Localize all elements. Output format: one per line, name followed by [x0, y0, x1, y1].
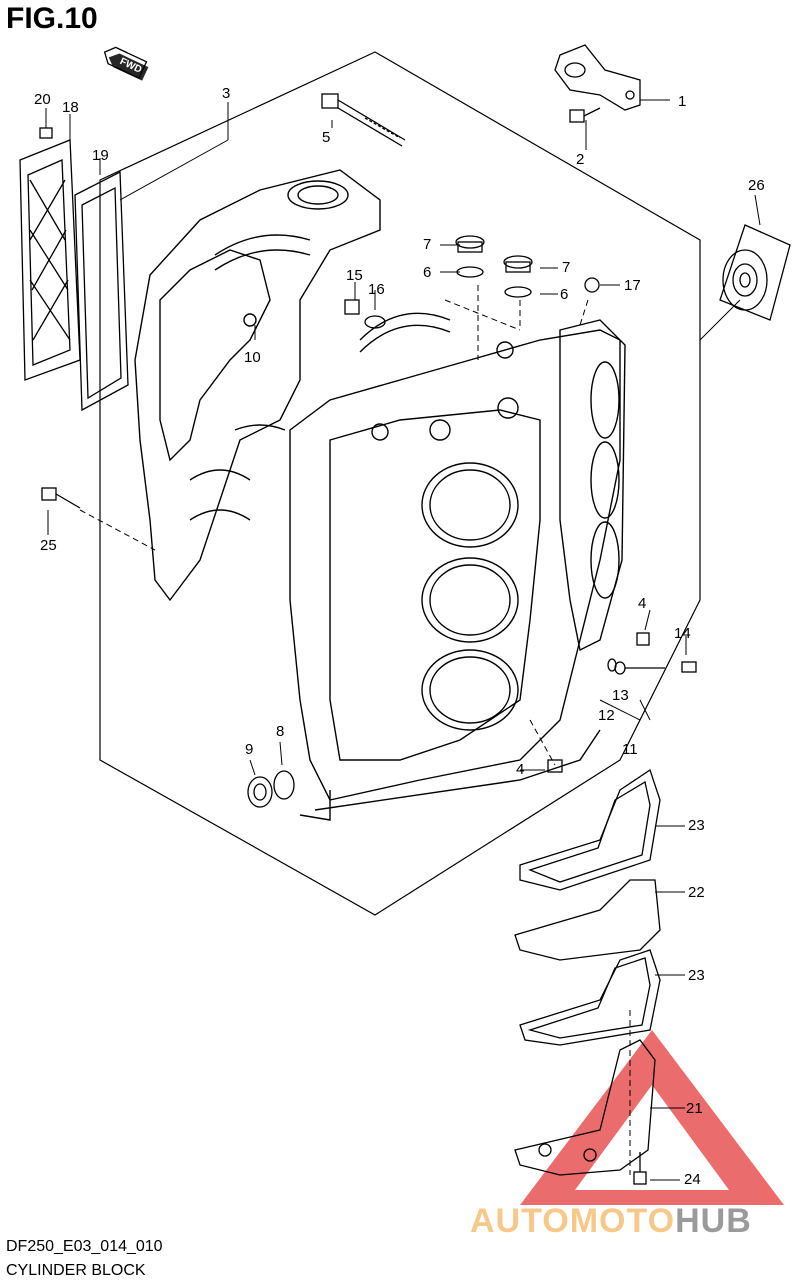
callout-13: 13 — [612, 687, 629, 704]
gasket-part-19 — [74, 170, 129, 412]
leader-lines-dashed — [79, 285, 631, 1175]
oil-filter-part — [719, 224, 791, 321]
figure-title: FIG.10 — [6, 2, 98, 35]
callout-9: 9 — [245, 741, 254, 758]
callout-16: 16 — [368, 281, 385, 298]
callout-17: 17 — [624, 277, 641, 294]
callout-11: 11 — [622, 741, 638, 758]
callout-19: 19 — [92, 147, 109, 164]
callout-14: 14 — [674, 625, 691, 642]
callout-6-right: 6 — [560, 286, 569, 303]
bolt-part-20 — [39, 127, 53, 139]
callout-4-upper: 4 — [638, 595, 647, 612]
callout-18: 18 — [62, 99, 79, 116]
callout-26: 26 — [748, 177, 765, 194]
callout-5: 5 — [322, 129, 331, 146]
seal-parts-8-9 — [247, 770, 295, 808]
callout-7-left: 7 — [423, 236, 432, 253]
callout-23-upper: 23 — [688, 817, 705, 834]
callout-21: 21 — [686, 1100, 703, 1117]
callout-6-left: 6 — [423, 264, 432, 281]
exhaust-gasket-stack — [514, 768, 661, 1176]
fwd-arrow-icon: FWD — [103, 46, 149, 81]
callout-3: 3 — [222, 85, 231, 102]
callout-8: 8 — [276, 723, 285, 740]
bolt-part-25 — [41, 487, 81, 509]
callout-20: 20 — [34, 91, 51, 108]
cylinder-block — [134, 169, 626, 821]
plug-parts — [455, 235, 600, 298]
callout-12: 12 — [598, 707, 615, 724]
bracket-part — [554, 44, 641, 111]
callout-7-right: 7 — [562, 259, 571, 276]
watermark-logo: AUTOMOTOHUB — [470, 1202, 752, 1240]
callout-22: 22 — [688, 884, 705, 901]
callout-10: 10 — [244, 349, 261, 366]
small-hardware-parts — [547, 632, 697, 773]
callout-1: 1 — [678, 93, 687, 110]
callout-15: 15 — [346, 267, 363, 284]
bolt-part-5 — [321, 93, 406, 147]
figure-code: DF250_E03_014_010 — [6, 1238, 163, 1255]
callout-4-lower: 4 — [516, 761, 525, 778]
callout-24: 24 — [684, 1171, 701, 1188]
leader-lines — [45, 99, 761, 1181]
callout-2: 2 — [576, 151, 585, 168]
fitting-parts-15-16 — [344, 299, 386, 329]
bolt-part-2 — [569, 107, 601, 123]
figure-name: CYLINDER BLOCK — [6, 1262, 146, 1279]
cover-plate-part — [19, 139, 81, 381]
bolt-part-24 — [633, 1152, 647, 1185]
block-envelope — [99, 51, 701, 916]
callout-23-lower: 23 — [688, 967, 705, 984]
watermark-triangle — [520, 1030, 784, 1205]
callout-25: 25 — [40, 537, 57, 554]
